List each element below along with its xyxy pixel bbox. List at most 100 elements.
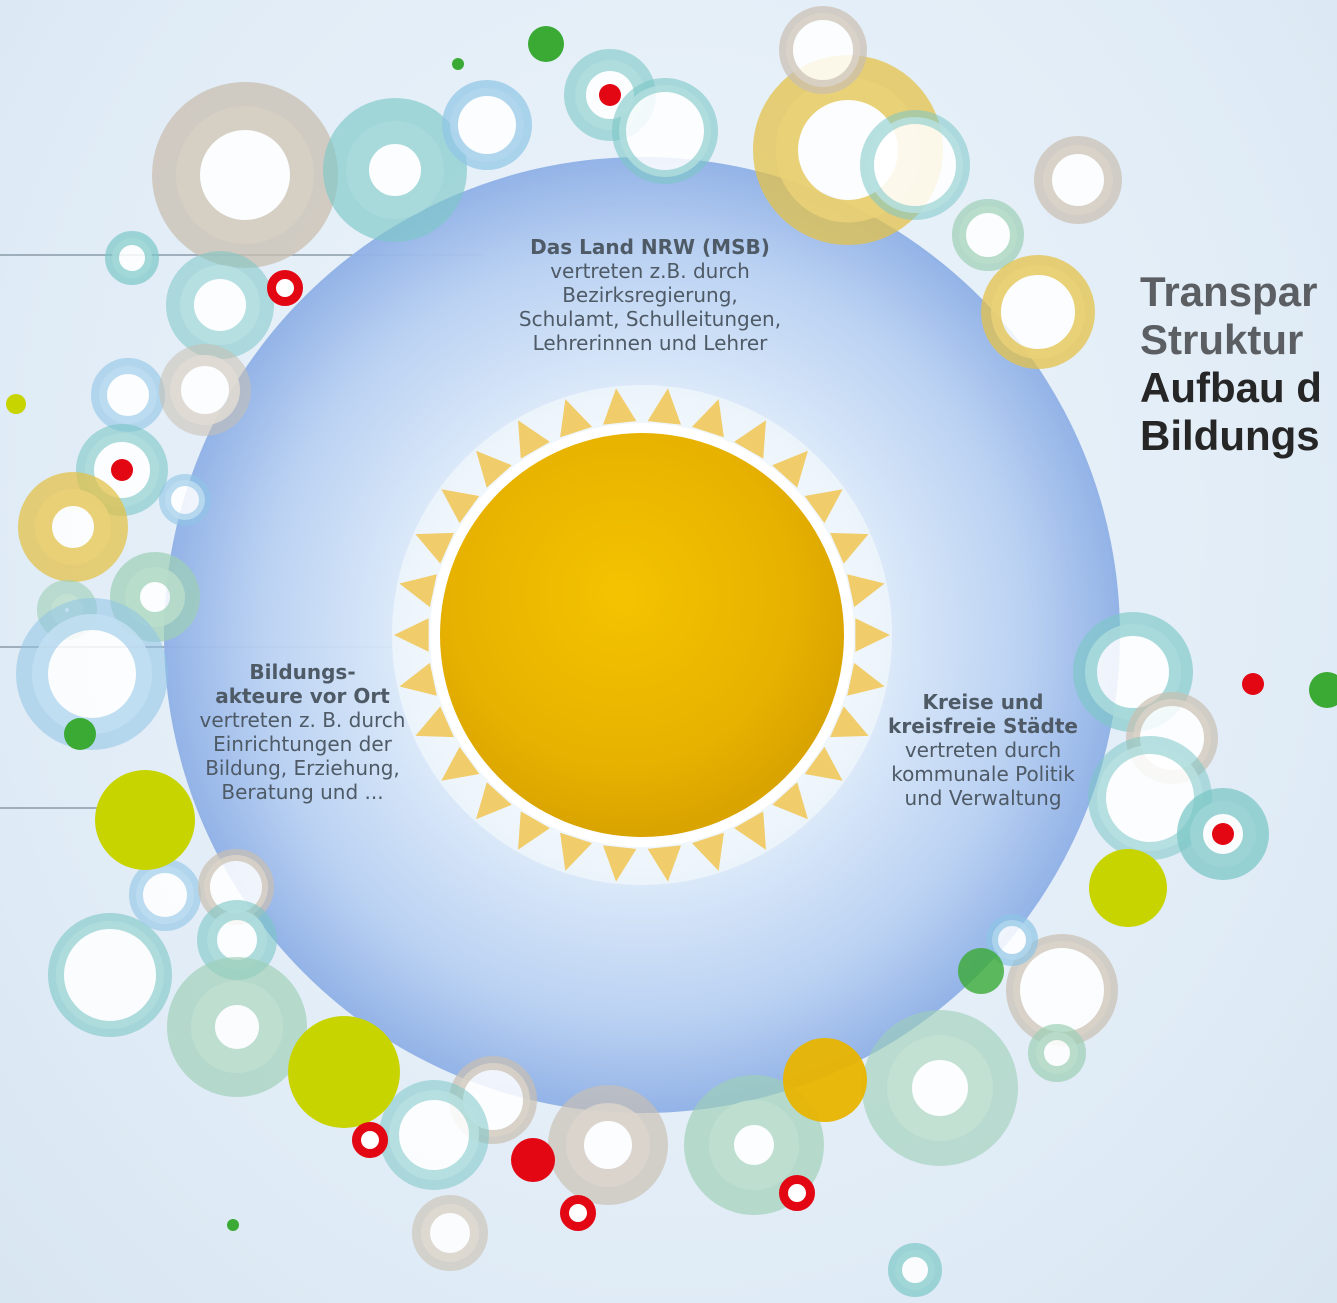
sun-ray (647, 845, 681, 882)
decor-ring (442, 80, 532, 170)
land-line: Bezirksregierung, (562, 283, 738, 307)
decor-dot (511, 1138, 555, 1182)
segment-label-land: Das Land NRW (MSB) vertreten z.B. durch … (470, 235, 830, 355)
decor-ring (166, 251, 274, 359)
akteure-line: vertreten z. B. durch (199, 708, 406, 732)
sun-ray (830, 706, 869, 738)
decor-dot (111, 459, 133, 481)
decor-dot (288, 1016, 400, 1128)
decor-dot (783, 1038, 867, 1122)
sun-ray (560, 832, 593, 871)
decor-ring (152, 82, 338, 268)
decor-red-ring (560, 1195, 596, 1231)
decor-ring (18, 472, 128, 582)
sun-rays (394, 388, 890, 882)
sun-ray (518, 420, 550, 459)
decor-dot (958, 948, 1004, 994)
page-title: Transpar Struktur Aufbau d Bildungs (1140, 268, 1322, 460)
sun-ray (772, 782, 808, 820)
decor-ring (16, 598, 168, 750)
land-line: vertreten z.B. durch (550, 259, 750, 283)
kreise-heading-1: Kreise und (922, 690, 1044, 714)
sun-ray (647, 388, 681, 425)
decor-ring (981, 255, 1095, 369)
akteure-heading-2: akteure vor Ort (215, 684, 390, 708)
sun-ray (399, 662, 437, 696)
title-line-1: Transpar (1140, 268, 1318, 315)
akteure-line: Beratung und ... (221, 780, 384, 804)
title-line-3: Aufbau d (1140, 364, 1322, 411)
kreise-line: kommunale Politik (891, 762, 1075, 786)
sun-ray (399, 574, 437, 608)
decor-ring (860, 110, 970, 220)
sun-ray (441, 489, 480, 524)
sun-ray (847, 662, 885, 696)
decor-dot (452, 58, 464, 70)
decor-dot (599, 84, 621, 106)
sun-ray (415, 532, 454, 564)
decor-ring (159, 344, 251, 436)
decor-ring (110, 552, 200, 642)
land-heading: Das Land NRW (MSB) (530, 235, 770, 259)
decor-ring (167, 957, 307, 1097)
decor-ring (1034, 136, 1122, 224)
decor-ring (379, 1080, 489, 1190)
sun-ray (603, 388, 637, 425)
segment-label-kreise: Kreise und kreisfreie Städte vertreten d… (868, 690, 1098, 810)
land-line: Lehrerinnen und Lehrer (532, 331, 768, 355)
sun-ray (855, 618, 890, 652)
decor-dot (95, 770, 195, 870)
decor-ring (888, 1243, 942, 1297)
sun-ray (691, 832, 724, 871)
sun-ray (734, 420, 766, 459)
sun-ray (441, 746, 480, 781)
decor-ring (952, 199, 1024, 271)
decor-ring (1028, 1024, 1086, 1082)
sun-ray (804, 746, 843, 781)
decor-ring (548, 1085, 668, 1205)
akteure-heading-1: Bildungs- (249, 660, 356, 684)
decor-dot (1242, 673, 1264, 695)
decor-dot (1089, 849, 1167, 927)
sun-ray (804, 489, 843, 524)
kreise-line: und Verwaltung (904, 786, 1062, 810)
decor-dot (1309, 672, 1337, 708)
decor-ring (48, 913, 172, 1037)
decor-ring (862, 1010, 1018, 1166)
sun-ray (734, 811, 766, 850)
segment-label-akteure: Bildungs- akteure vor Ort vertreten z. B… (175, 660, 430, 804)
decor-dot (1212, 823, 1234, 845)
sun-ray (560, 399, 593, 438)
akteure-line: Einrichtungen der (213, 732, 392, 756)
sun-ray (518, 811, 550, 850)
decor-red-ring (779, 1175, 815, 1211)
circle-garland (6, 6, 1337, 1297)
sun-ray (772, 450, 808, 488)
decor-ring (129, 859, 201, 931)
sun-ray (476, 450, 512, 488)
decor-ring (91, 358, 165, 432)
decor-dot (64, 718, 96, 750)
decor-ring (159, 474, 211, 526)
sun-ray (691, 399, 724, 438)
decor-dot (6, 394, 26, 414)
sun-ray (415, 706, 454, 738)
sun-ray (476, 782, 512, 820)
sun-ray (603, 845, 637, 882)
title-line-2: Struktur (1140, 316, 1304, 363)
decor-red-ring (352, 1122, 388, 1158)
title-line-4: Bildungs (1140, 412, 1320, 459)
land-line: Schulamt, Schulleitungen, (518, 307, 782, 331)
decor-ring (105, 231, 159, 285)
decor-ring (612, 78, 718, 184)
decor-ring (412, 1195, 488, 1271)
decor-ring (323, 98, 467, 242)
akteure-line: Bildung, Erziehung, (205, 756, 400, 780)
decor-dot (528, 26, 564, 62)
sun-core (440, 433, 844, 837)
sun-ray (394, 618, 429, 652)
kreise-heading-2: kreisfreie Städte (888, 714, 1078, 738)
decor-ring (986, 914, 1038, 966)
sun-ray (830, 532, 869, 564)
